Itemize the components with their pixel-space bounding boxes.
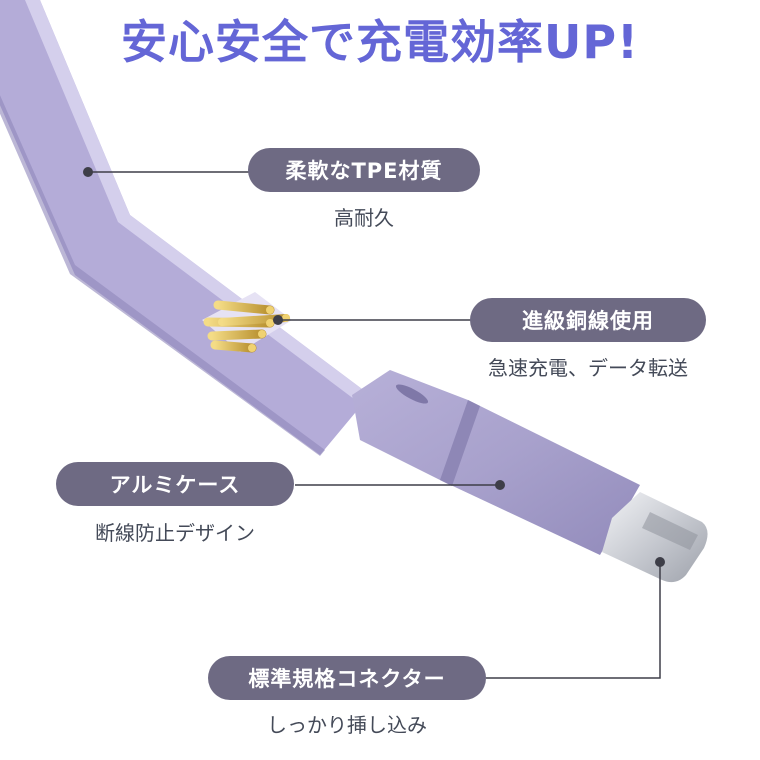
feature-label-connector: 標準規格コネクター bbox=[208, 656, 486, 700]
page-title: 安心安全で充電効率UP! bbox=[120, 15, 640, 69]
usb-c-plug-icon bbox=[602, 492, 708, 583]
leader-dots bbox=[83, 167, 665, 567]
leader-lines bbox=[88, 171, 661, 679]
connector-housing bbox=[352, 370, 640, 555]
feature-desc-copper: 急速充電、データ転送 bbox=[488, 356, 688, 380]
feature-label-tpe: 柔軟なTPE材質 bbox=[248, 148, 480, 192]
usb-c-plug-opening bbox=[642, 512, 698, 550]
connector-rim bbox=[440, 400, 480, 486]
feature-desc-connector: しっかり挿し込み bbox=[267, 713, 427, 737]
feature-label-aluminum: アルミケース bbox=[56, 462, 294, 506]
connector-slot bbox=[395, 384, 429, 404]
feature-label-copper: 進級銅線使用 bbox=[470, 298, 706, 342]
feature-desc-tpe: 高耐久 bbox=[334, 206, 394, 230]
feature-desc-aluminum: 断線防止デザイン bbox=[95, 521, 255, 545]
